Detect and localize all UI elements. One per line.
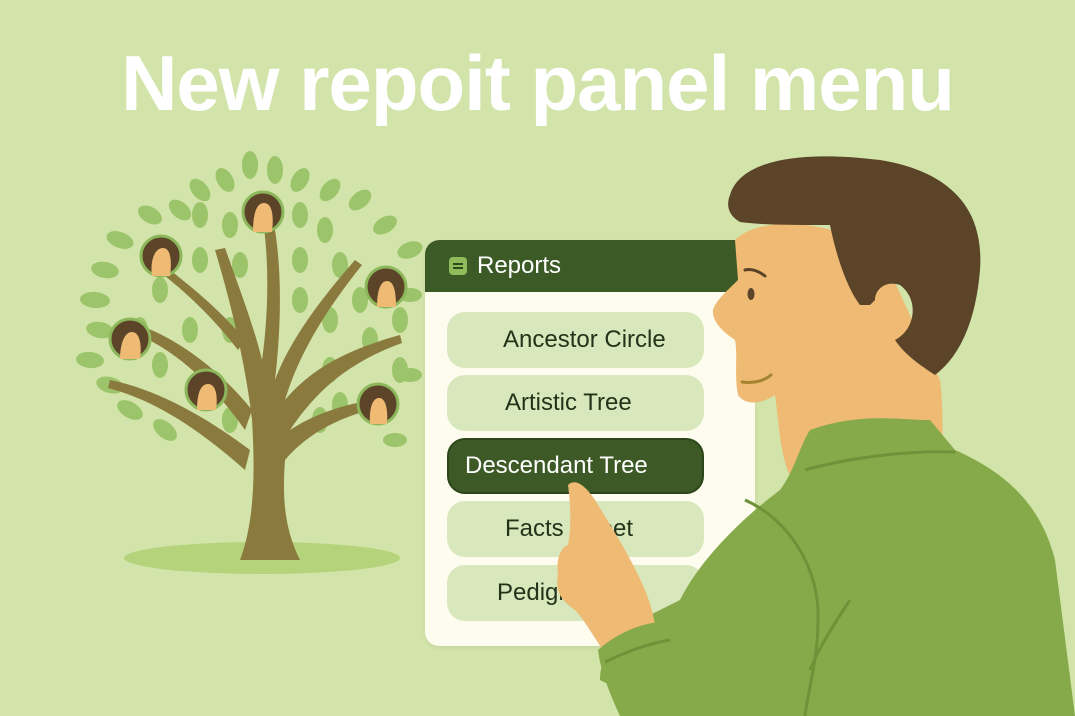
headline: New repoit panel menu [121,39,955,127]
menu-icon[interactable] [449,257,467,275]
menu-item-descendant-tree[interactable]: Descendant Tree [447,438,704,494]
menu-item-artistic-tree[interactable]: Artistic Tree [447,375,704,431]
panel-title: Reports [477,252,562,279]
panel-header: Reports [425,240,755,292]
menu-item-ancestor-circle[interactable]: Ancestor Circle [447,312,704,368]
